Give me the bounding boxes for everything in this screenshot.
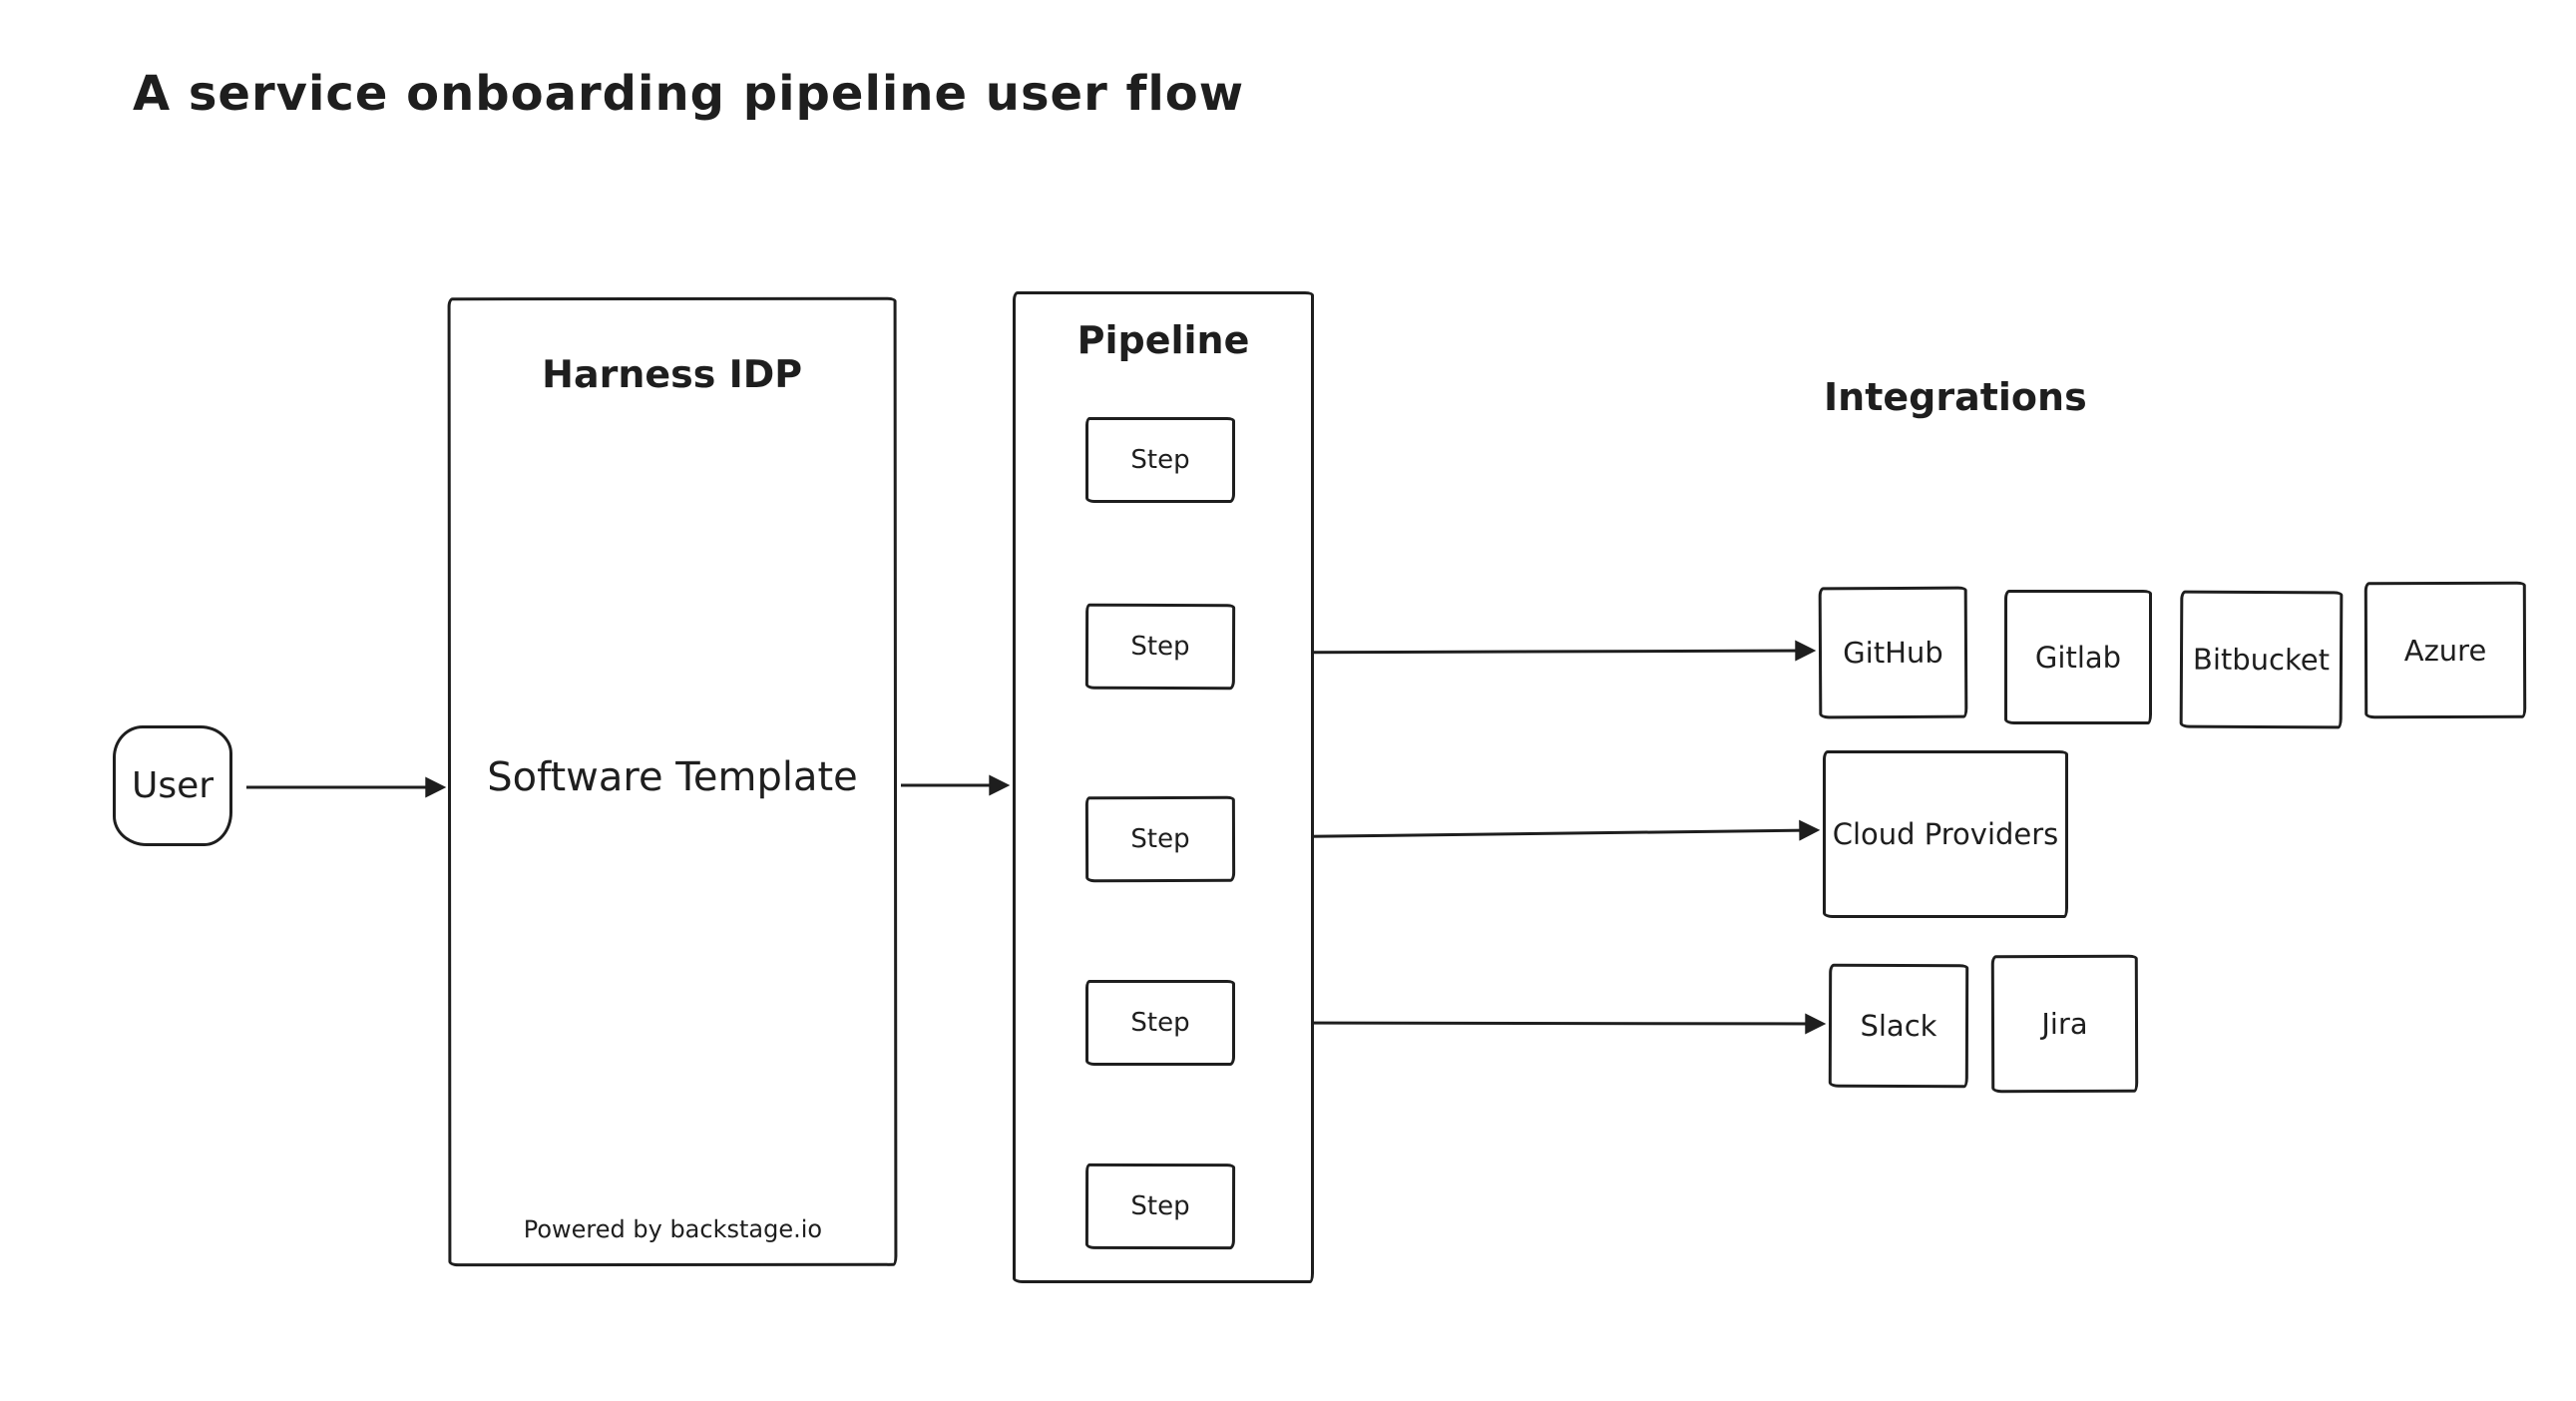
powered-by-backstage-label: Powered by backstage.io <box>523 1214 823 1244</box>
integration-github-label: GitHub <box>1843 635 1943 671</box>
integration-cloud-providers-node: Cloud Providers <box>1823 750 2068 918</box>
arrow-step2-to-scm <box>1244 640 1817 662</box>
integration-gitlab-label: Gitlab <box>2034 640 2122 675</box>
integration-jira-node: Jira <box>1990 954 2139 1094</box>
integration-bitbucket-node: Bitbucket <box>2179 590 2344 729</box>
arrow-step4-to-collab <box>1258 1013 1827 1035</box>
pipeline-node: Pipeline Step Step Step Step Step <box>1013 291 1314 1283</box>
pipeline-step-4-label: Step <box>1130 1008 1190 1038</box>
integration-azure-node: Azure <box>2363 581 2527 719</box>
pipeline-step-4: Step <box>1085 980 1235 1066</box>
pipeline-step-3: Step <box>1084 795 1236 883</box>
pipeline-step-3-label: Step <box>1130 823 1190 855</box>
integration-bitbucket-label: Bitbucket <box>2192 642 2331 678</box>
integration-github-node: GitHub <box>1818 586 1968 719</box>
software-template-label: Software Template <box>487 753 858 801</box>
user-node: User <box>113 725 232 846</box>
integration-slack-node: Slack <box>1828 963 1969 1089</box>
integration-gitlab-node: Gitlab <box>2004 590 2152 724</box>
pipeline-step-1-label: Step <box>1130 445 1190 475</box>
user-node-label: User <box>131 765 215 806</box>
diagram-title: A service onboarding pipeline user flow <box>133 66 1245 122</box>
pipeline-title: Pipeline <box>1076 318 1250 362</box>
integration-azure-label: Azure <box>2403 633 2487 668</box>
pipeline-step-5: Step <box>1084 1163 1236 1250</box>
harness-idp-title: Harness IDP <box>542 351 803 397</box>
integrations-title: Integrations <box>1824 375 2087 419</box>
integration-slack-label: Slack <box>1860 1008 1937 1044</box>
harness-idp-node: Harness IDP Software Template Powered by… <box>447 296 898 1267</box>
pipeline-step-1: Step <box>1085 417 1235 503</box>
integration-jira-label: Jira <box>2041 1006 2088 1042</box>
pipeline-step-5-label: Step <box>1130 1190 1190 1222</box>
pipeline-step-2: Step <box>1084 603 1236 691</box>
integration-cloud-providers-label: Cloud Providers <box>1832 817 2059 851</box>
pipeline-step-2-label: Step <box>1130 631 1190 663</box>
arrow-step3-to-cloud <box>1248 819 1821 841</box>
